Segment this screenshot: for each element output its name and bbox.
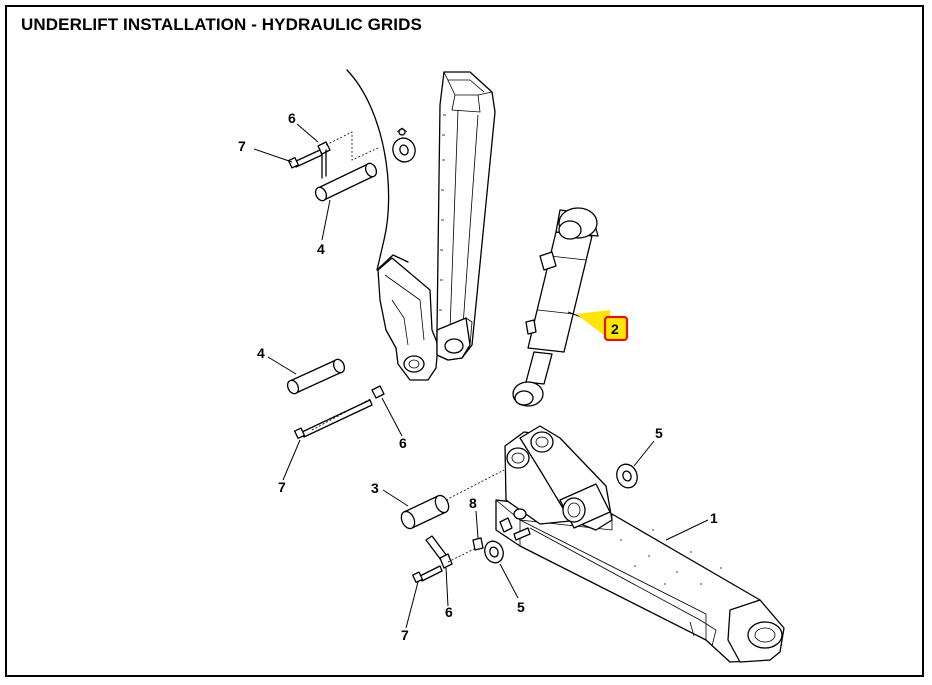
bolt-lower — [412, 565, 443, 583]
callout-2-highlight-box — [603, 315, 629, 342]
pin-upper — [314, 162, 378, 202]
washer-upper — [392, 127, 416, 163]
callout-4: 4 — [317, 241, 325, 257]
callout-4: 4 — [257, 345, 265, 361]
callout-1: 1 — [710, 510, 718, 526]
pin-lower — [400, 494, 450, 530]
washer-right — [616, 463, 638, 489]
callout-6: 6 — [445, 604, 453, 620]
grease-fitting — [472, 537, 484, 551]
diagram-title: UNDERLIFT INSTALLATION - HYDRAULIC GRIDS — [21, 15, 422, 34]
callout-7: 7 — [278, 479, 286, 495]
callout-6: 6 — [288, 110, 296, 126]
pin-middle — [286, 358, 346, 395]
underlift-base — [495, 425, 785, 663]
callout-8: 8 — [469, 495, 477, 511]
bolt-upper — [287, 149, 323, 169]
highlight-pointer — [576, 310, 610, 340]
hydraulic-cylinder — [512, 207, 599, 407]
callout-5: 5 — [655, 425, 663, 441]
upper-boom-assembly — [346, 69, 496, 381]
callout-3: 3 — [371, 480, 379, 496]
callout-6: 6 — [399, 435, 407, 451]
nut-upper — [317, 141, 331, 179]
washer-lower — [484, 540, 504, 564]
callout-7: 7 — [238, 138, 246, 154]
nut-middle — [371, 385, 385, 399]
bolt-middle — [294, 399, 373, 439]
callout-5: 5 — [517, 599, 525, 615]
nut-lower — [425, 535, 453, 569]
callout-7: 7 — [401, 627, 409, 643]
callout-2: 2 — [611, 321, 619, 337]
